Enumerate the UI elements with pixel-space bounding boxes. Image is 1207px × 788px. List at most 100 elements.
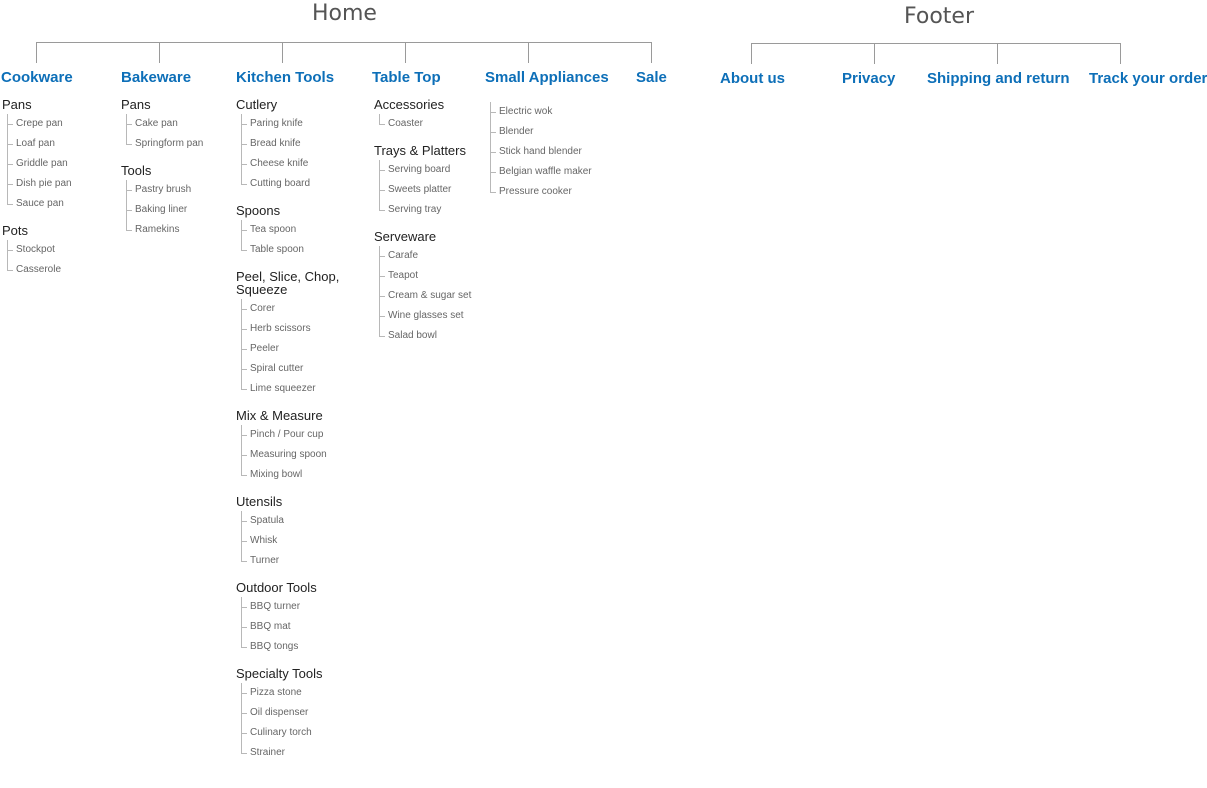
tree-branch-line [490,102,491,192]
submenu-item[interactable]: Oil dispenser [236,703,356,723]
submenu-item[interactable]: Spiral cutter [236,359,356,379]
submenu-group-title: Outdoor Tools [236,580,317,595]
submenu-item[interactable]: Mixing bowl [236,465,356,485]
submenu-group-title: Pans [121,97,151,112]
nav-kitchen-tools[interactable]: Kitchen Tools [236,69,335,86]
nav-about-us[interactable]: About us [720,70,785,87]
home-tree-drop-line [528,42,529,63]
submenu-item[interactable]: Salad bowl [374,326,471,346]
submenu-item[interactable]: Cream & sugar set [374,286,471,306]
submenu-item[interactable]: Bread knife [236,134,356,154]
submenu-group-title: Cutlery [236,97,278,112]
submenu-item[interactable]: BBQ tongs [236,637,356,657]
submenu-item[interactable]: Coaster [374,114,471,134]
footer-tree-horizontal-line [751,43,1121,44]
submenu-item[interactable]: Sauce pan [2,194,72,214]
nav-table-top[interactable]: Table Top [372,69,441,86]
submenu-item[interactable]: Paring knife [236,114,356,134]
submenu-item[interactable]: Blender [485,122,592,142]
submenu-item[interactable]: Whisk [236,531,356,551]
footer-tree-drop-line [874,43,875,64]
submenu-group-title: Specialty Tools [236,666,323,681]
submenu-item[interactable]: Herb scissors [236,319,356,339]
home-tree-drop-line [159,42,160,63]
tree-branch-line [241,299,242,389]
nav-cookware[interactable]: Cookware [1,69,73,86]
submenu-item[interactable]: BBQ mat [236,617,356,637]
nav-sale[interactable]: Sale [636,69,667,86]
submenu-item[interactable]: Dish pie pan [2,174,72,194]
submenu-item[interactable]: Spatula [236,511,356,531]
submenu-group-title: Tools [121,163,152,178]
submenu-item[interactable]: Wine glasses set [374,306,471,326]
submenu-item[interactable]: Stick hand blender [485,142,592,162]
tree-branch-line [379,160,380,210]
tree-branch-line [241,683,242,753]
submenu-item[interactable]: Table spoon [236,240,356,260]
submenu-group-title: Utensils [236,494,283,509]
submenu-item[interactable]: Turner [236,551,356,571]
submenu-item[interactable]: Electric wok [485,102,592,122]
nav-track-your-order[interactable]: Track your order [1089,70,1207,87]
submenu-item[interactable]: Pinch / Pour cup [236,425,356,445]
submenu-item[interactable]: Pizza stone [236,683,356,703]
nav-bakeware[interactable]: Bakeware [121,69,192,86]
tree-branch-line [241,511,242,561]
submenu-item[interactable]: Casserole [2,260,72,280]
nav-small-appliances[interactable]: Small Appliances [485,69,609,86]
submenu-item[interactable]: Cake pan [121,114,203,134]
submenu-group-title: Spoons [236,203,281,218]
nav-shipping-and-return[interactable]: Shipping and return [927,70,1070,87]
submenu-item[interactable]: Serving board [374,160,471,180]
submenu-item[interactable]: Measuring spoon [236,445,356,465]
submenu-item[interactable]: Pastry brush [121,180,203,200]
submenu-item[interactable]: Ramekins [121,220,203,240]
submenu-item[interactable]: Sweets platter [374,180,471,200]
submenu-item[interactable]: Carafe [374,246,471,266]
tree-branch-line [241,425,242,475]
submenu-item[interactable]: Peeler [236,339,356,359]
tree-branch-line [241,597,242,647]
submenu-item[interactable]: Strainer [236,743,356,763]
submenu-item[interactable]: Teapot [374,266,471,286]
submenu-item[interactable]: Pressure cooker [485,182,592,202]
submenu-item[interactable]: Griddle pan [2,154,72,174]
submenu-item[interactable]: Crepe pan [2,114,72,134]
home-tree-drop-line [36,42,37,63]
submenu-item[interactable]: Baking liner [121,200,203,220]
submenu-item[interactable]: Corer [236,299,356,319]
submenu-group-title: Peel, Slice, Chop, Squeeze [236,269,340,297]
submenu-item[interactable]: Springform pan [121,134,203,154]
submenu-item[interactable]: BBQ turner [236,597,356,617]
submenu-item[interactable]: Tea spoon [236,220,356,240]
submenu-item[interactable]: Cutting board [236,174,356,194]
home-tree-drop-line [405,42,406,63]
home-tree-drop-line [651,42,652,63]
submenu-item[interactable]: Lime squeezer [236,379,356,399]
submenu-group-title: Pans [2,97,32,112]
submenu-group-title: Serveware [374,229,437,244]
submenu-item[interactable]: Culinary torch [236,723,356,743]
submenu-item[interactable]: Stockpot [2,240,72,260]
submenu-item[interactable]: Loaf pan [2,134,72,154]
nav-privacy[interactable]: Privacy [842,70,896,87]
submenu-item[interactable]: Serving tray [374,200,471,220]
submenu-group-title: Trays & Platters [374,143,466,158]
submenu-item[interactable]: Cheese knife [236,154,356,174]
submenu-item[interactable]: Belgian waffle maker [485,162,592,182]
tree-branch-line [126,180,127,230]
